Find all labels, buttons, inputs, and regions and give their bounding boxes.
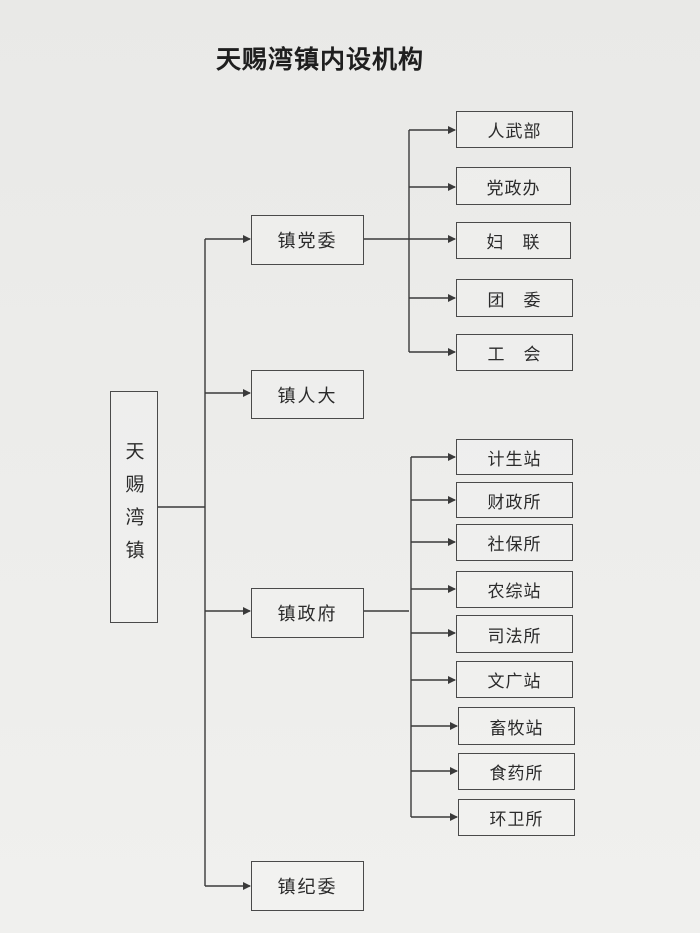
unit-label: 畜牧站: [489, 718, 544, 739]
unit-box: 财政所: [456, 482, 573, 518]
unit-box: 社保所: [456, 524, 573, 561]
unit-box: 农综站: [456, 571, 573, 608]
unit-label: 人武部: [487, 122, 542, 142]
unit-box: 妇 联: [456, 222, 571, 259]
unit-label: 党政办: [486, 178, 541, 199]
unit-box: 司法所: [456, 615, 573, 653]
unit-label: 社保所: [487, 535, 542, 555]
unit-label: 工 会: [487, 345, 542, 365]
node-party-committee: 镇党委: [251, 215, 364, 265]
unit-label: 食药所: [489, 764, 544, 784]
unit-box: 计生站: [456, 439, 573, 475]
unit-box: 食药所: [458, 753, 575, 790]
node-congress: 镇人大: [251, 370, 364, 419]
unit-label: 团 委: [487, 290, 542, 311]
unit-box: 工 会: [456, 334, 573, 371]
root-node: 天赐湾镇: [110, 391, 158, 623]
page-title: 天赐湾镇内设机构: [215, 45, 424, 74]
unit-box: 党政办: [456, 167, 571, 205]
node-discipline-committee: 镇纪委: [251, 861, 364, 911]
node-government: 镇政府: [251, 588, 364, 638]
unit-box: 团 委: [456, 279, 573, 317]
unit-label: 妇 联: [486, 233, 541, 253]
node-label: 镇纪委: [277, 877, 338, 898]
node-label: 镇政府: [277, 604, 338, 625]
node-label: 镇人大: [277, 385, 338, 407]
unit-label: 文广站: [487, 672, 542, 692]
unit-label: 司法所: [487, 626, 542, 647]
unit-label: 环卫所: [489, 810, 544, 830]
unit-box: 人武部: [456, 111, 573, 148]
unit-label: 计生站: [487, 449, 542, 470]
unit-box: 环卫所: [458, 799, 575, 836]
unit-box: 畜牧站: [458, 707, 575, 745]
unit-label: 财政所: [487, 492, 542, 513]
node-label: 镇党委: [277, 231, 338, 252]
unit-label: 农综站: [487, 582, 542, 602]
root-node-label: 天赐湾镇: [122, 441, 145, 573]
unit-box: 文广站: [456, 661, 573, 698]
